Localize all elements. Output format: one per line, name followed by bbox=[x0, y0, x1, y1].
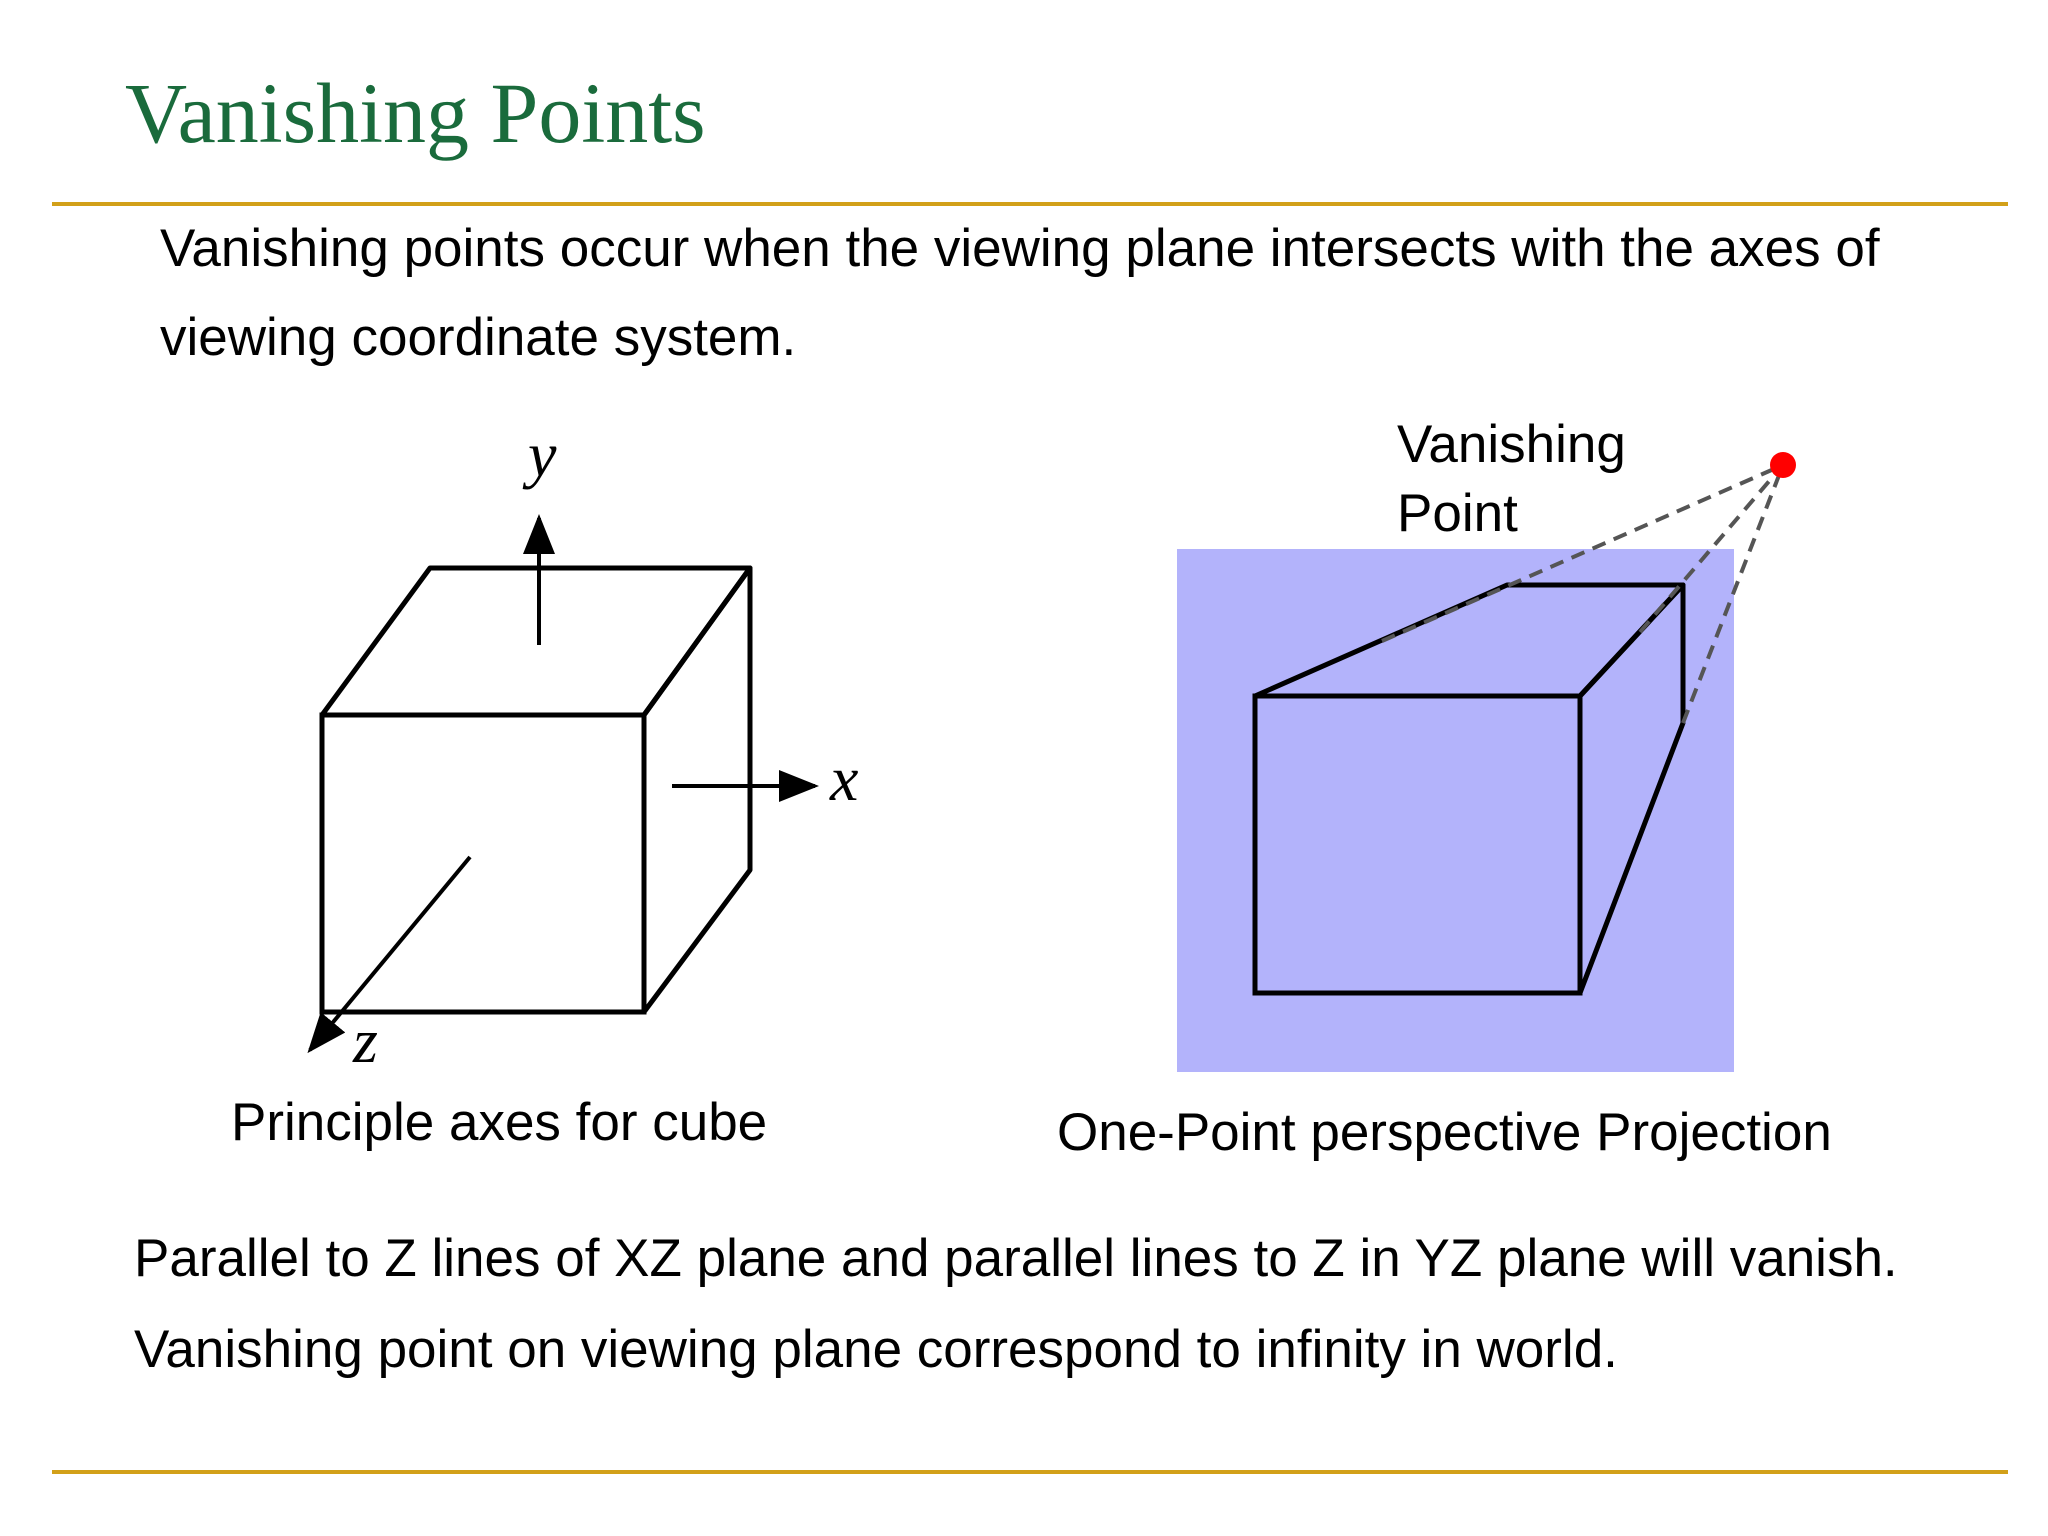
z-axis-arrow bbox=[307, 855, 472, 1054]
vanishing-point-label-line2: Point bbox=[1397, 484, 1518, 543]
convergence-line-2 bbox=[1638, 463, 1785, 634]
right-figure-caption: One-Point perspective Projection bbox=[1057, 1103, 1832, 1162]
vanishing-point-marker bbox=[1770, 452, 1796, 478]
top-divider bbox=[52, 202, 2008, 206]
cube-axes-figure: y x z Principle axes for cube bbox=[231, 419, 858, 1152]
bottom-divider bbox=[52, 1470, 2008, 1474]
left-figure-caption: Principle axes for cube bbox=[231, 1093, 767, 1152]
cube-top-face bbox=[319, 565, 753, 718]
vanishing-point-label-line1: Vanishing bbox=[1397, 415, 1626, 474]
y-axis-label: y bbox=[522, 419, 557, 490]
x-axis-label: x bbox=[829, 743, 858, 814]
box-front-face bbox=[1252, 693, 1583, 996]
convergence-line-1 bbox=[1381, 463, 1784, 643]
slide-title: Vanishing Points bbox=[125, 65, 706, 161]
viewing-plane bbox=[1177, 549, 1734, 1072]
cube-right-face bbox=[641, 565, 753, 1015]
bottom-paragraph: Parallel to Z lines of XZ plane and para… bbox=[134, 1229, 1898, 1379]
intro-paragraph: Vanishing points occur when the viewing … bbox=[160, 219, 1880, 367]
z-axis-label: z bbox=[352, 1005, 378, 1076]
perspective-figure: Vanishing Point One-Point perspective Pr… bbox=[1057, 415, 1832, 1162]
cube-front-face bbox=[319, 712, 647, 1015]
convergence-line-3 bbox=[1681, 464, 1785, 724]
